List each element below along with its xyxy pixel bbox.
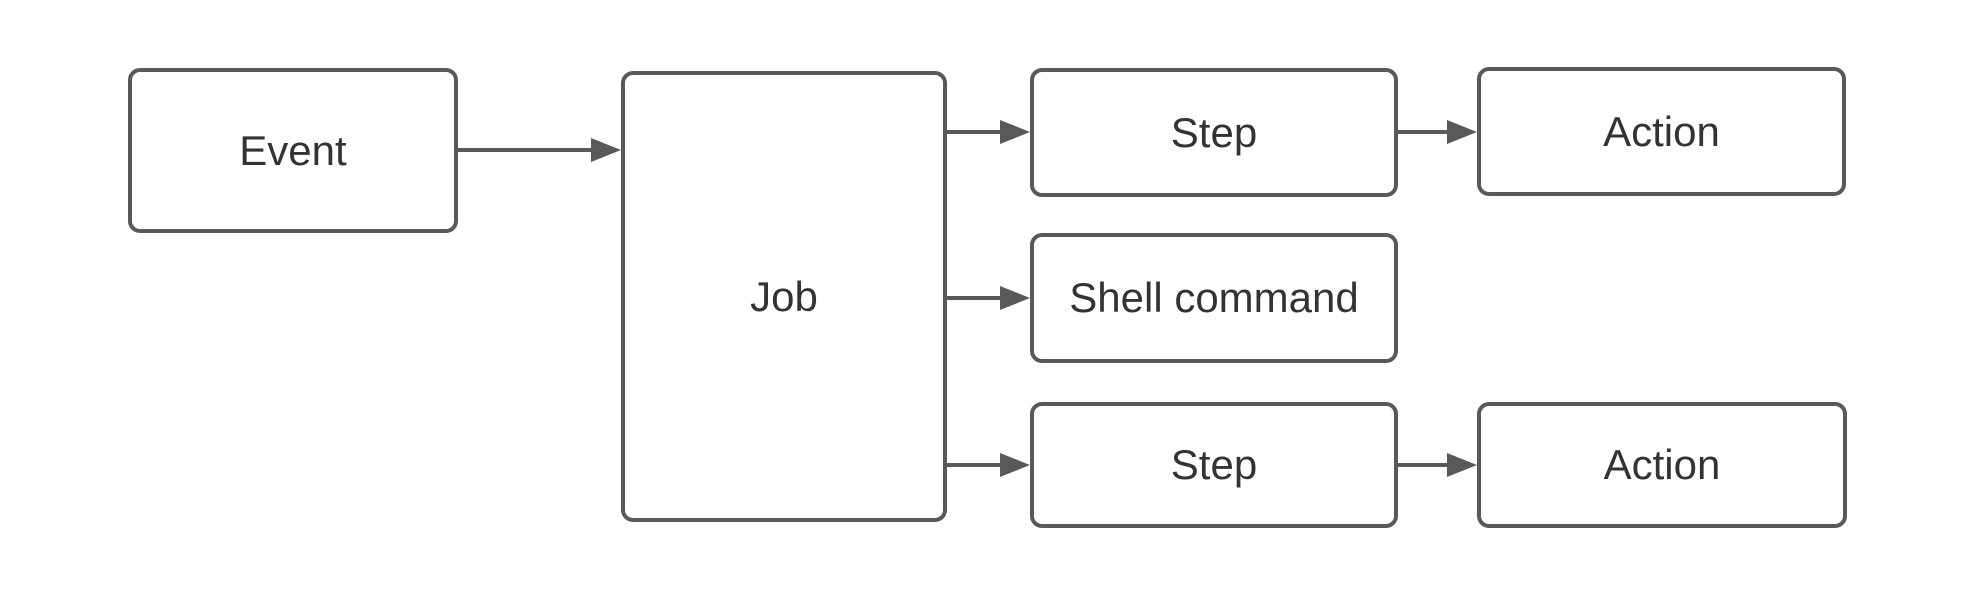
- node-step-bottom: Step: [1030, 402, 1398, 528]
- node-shell-command: Shell command: [1030, 233, 1398, 363]
- node-action-top-label: Action: [1603, 107, 1720, 155]
- node-action-top: Action: [1477, 67, 1846, 196]
- arrow-step-bottom-to-action-bottom: [1398, 463, 1447, 467]
- arrow-job-to-step-bottom: [947, 463, 1000, 467]
- node-step-top-label: Step: [1170, 108, 1258, 156]
- node-shell-command-label: Shell command: [1069, 274, 1359, 321]
- node-step-top: Step: [1030, 68, 1398, 197]
- node-action-bottom: Action: [1477, 402, 1847, 528]
- node-job-label: Job: [750, 272, 818, 320]
- node-event-label: Event: [239, 126, 347, 174]
- node-step-bottom-label: Step: [1170, 441, 1258, 488]
- arrow-event-to-job: [458, 148, 591, 152]
- arrow-job-to-step-top: [947, 130, 1000, 134]
- node-job: Job: [621, 71, 947, 522]
- node-action-bottom-label: Action: [1603, 441, 1721, 488]
- arrow-step-top-to-action-top: [1398, 130, 1447, 134]
- arrow-job-to-shell-command: [947, 296, 1000, 300]
- node-event: Event: [128, 68, 458, 233]
